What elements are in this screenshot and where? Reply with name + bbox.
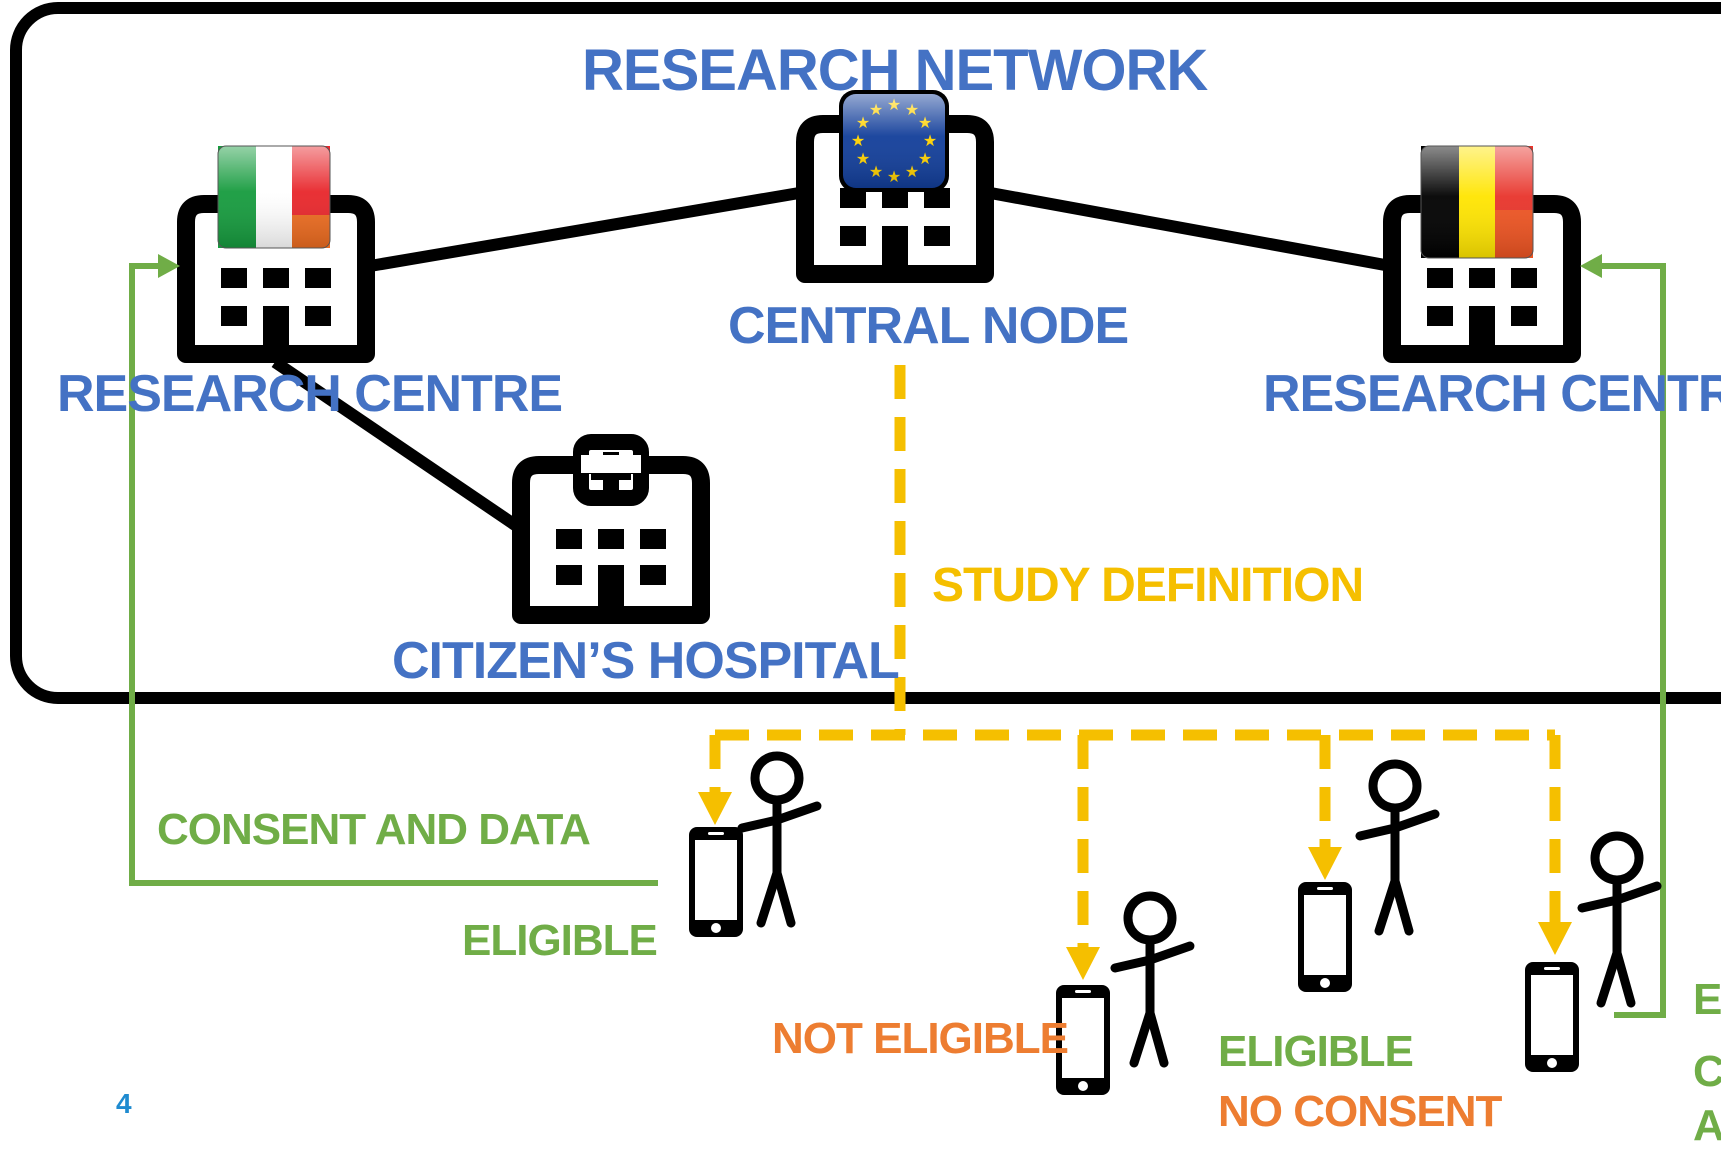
consent-flow-left (129, 263, 658, 886)
italy-flag-icon (217, 145, 331, 249)
eligible-no-consent-label: ELIGIBLE (1218, 1027, 1414, 1076)
stick-figure-icon (1115, 896, 1190, 1063)
citizens-hospital-label: CITIZEN’S HOSPITAL (392, 632, 900, 690)
network-frame (10, 2, 1721, 704)
network-title: RESEARCH NETWORK (582, 38, 1208, 103)
smartphone-icon (1298, 882, 1352, 992)
arrowhead-right (1580, 254, 1602, 278)
consent-and-data-label: CONSENT AND DATA (157, 805, 591, 854)
page-number: 4 (116, 1088, 132, 1119)
stick-figure-icon (742, 756, 817, 923)
central-node-label: CENTRAL NODE (728, 297, 1129, 355)
arrowhead-left (158, 254, 180, 278)
right-cut-label-3: A (1693, 1101, 1721, 1150)
link-left-central (368, 186, 807, 272)
no-consent-label: NO CONSENT (1218, 1087, 1502, 1136)
research-centre-left-label: RESEARCH CENTRE (57, 365, 563, 423)
stick-figure-icon (1360, 764, 1435, 931)
stick-figure-icon (1582, 836, 1657, 1003)
eligible-label: ELIGIBLE (462, 916, 658, 965)
smartphone-icon (689, 827, 743, 937)
research-centre-right-label: RESEARCH CENTRE (1263, 365, 1721, 423)
not-eligible-label: NOT ELIGIBLE (772, 1014, 1069, 1063)
link-left-hospital (271, 357, 522, 532)
smartphone-icon (1525, 962, 1579, 1072)
link-central-right (983, 186, 1387, 271)
belgium-flag-icon (1420, 145, 1534, 259)
right-cut-label-2: C (1693, 1047, 1721, 1096)
study-definition-flow (709, 365, 1561, 955)
consent-flow-right (1594, 263, 1666, 1018)
study-definition-arrowheads (698, 792, 1572, 980)
eu-flag-icon: ★ ★ ★ ★ ★ ★ ★ ★ ★ ★ ★ ★ (839, 90, 949, 192)
hospital-icon (512, 434, 710, 624)
study-definition-label: STUDY DEFINITION (932, 559, 1364, 612)
right-cut-label-1: E (1693, 975, 1721, 1024)
